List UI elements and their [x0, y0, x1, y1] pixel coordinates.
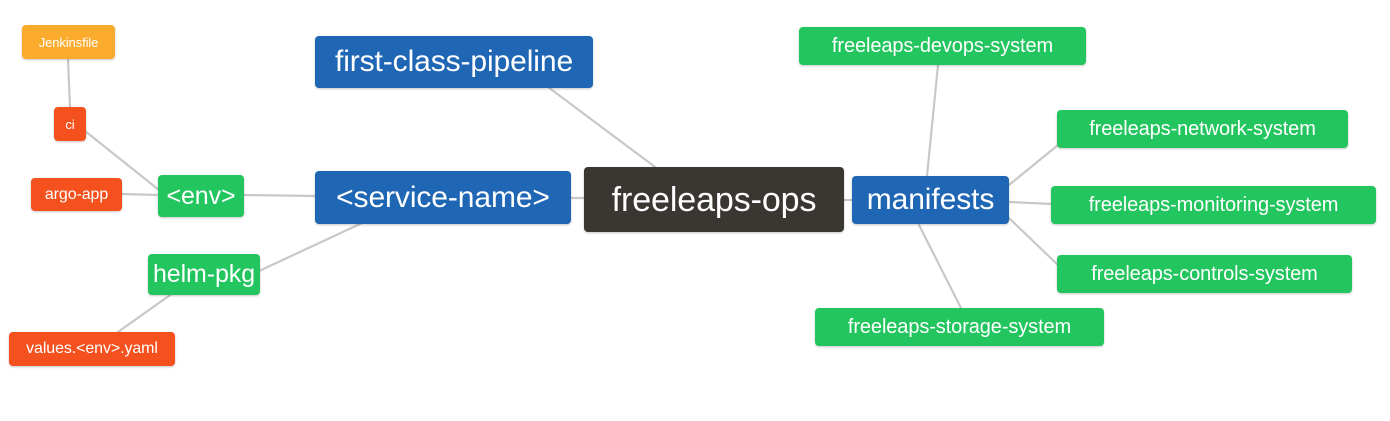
node-env-label: <env> — [166, 181, 236, 210]
node-freeleaps-devops-system-label: freeleaps-devops-system — [831, 35, 1054, 57]
node-helm-pkg-label: helm-pkg — [152, 260, 256, 288]
node-freeleaps-network-system[interactable]: freeleaps-network-system — [1057, 110, 1348, 148]
edge-argoapp-env — [120, 192, 161, 197]
edge-env-servicename — [241, 193, 317, 198]
edge-valuesyaml-helmpkg — [116, 291, 175, 334]
node-manifests[interactable]: manifests — [852, 176, 1009, 224]
edge-jenkinsfile-ci — [66, 57, 72, 109]
node-first-class-pipeline[interactable]: first-class-pipeline — [315, 36, 593, 88]
edge-manifests-devops — [925, 63, 940, 178]
node-argo-app-label: argo-app — [44, 185, 109, 203]
node-freeleaps-monitoring-system[interactable]: freeleaps-monitoring-system — [1051, 186, 1376, 224]
node-env[interactable]: <env> — [158, 175, 244, 217]
node-jenkinsfile[interactable]: Jenkinsfile — [22, 25, 115, 59]
edge-manifests-network — [1007, 143, 1060, 187]
node-root-freeleaps-ops[interactable]: freeleaps-ops — [584, 167, 844, 232]
edge-manifests-storage — [917, 223, 964, 312]
node-helm-pkg[interactable]: helm-pkg — [148, 254, 260, 295]
node-freeleaps-storage-system[interactable]: freeleaps-storage-system — [815, 308, 1104, 346]
node-service-name[interactable]: <service-name> — [315, 171, 571, 224]
node-root-label: freeleaps-ops — [611, 180, 817, 219]
node-freeleaps-devops-system[interactable]: freeleaps-devops-system — [799, 27, 1086, 65]
edge-manifests-controls — [1007, 216, 1060, 267]
node-ci-label: ci — [65, 116, 75, 132]
edge-helmpkg-servicename — [257, 215, 377, 273]
edge-manifests-monitoring — [1007, 200, 1054, 206]
node-freeleaps-monitoring-system-label: freeleaps-monitoring-system — [1088, 194, 1339, 216]
node-values-yaml-label: values.<env>.yaml — [26, 340, 158, 357]
node-jenkinsfile-label: Jenkinsfile — [38, 34, 99, 50]
node-first-class-pipeline-label: first-class-pipeline — [334, 45, 574, 78]
node-values-yaml[interactable]: values.<env>.yaml — [9, 332, 175, 366]
node-freeleaps-storage-system-label: freeleaps-storage-system — [847, 316, 1072, 338]
node-freeleaps-controls-system-label: freeleaps-controls-system — [1091, 263, 1318, 285]
node-argo-app[interactable]: argo-app — [31, 178, 122, 211]
node-manifests-label: manifests — [866, 183, 995, 216]
node-freeleaps-network-system-label: freeleaps-network-system — [1089, 118, 1316, 140]
edge-pipeline-root — [546, 85, 657, 169]
node-service-name-label: <service-name> — [336, 180, 550, 214]
node-ci[interactable]: ci — [54, 107, 86, 141]
node-freeleaps-controls-system[interactable]: freeleaps-controls-system — [1057, 255, 1352, 293]
